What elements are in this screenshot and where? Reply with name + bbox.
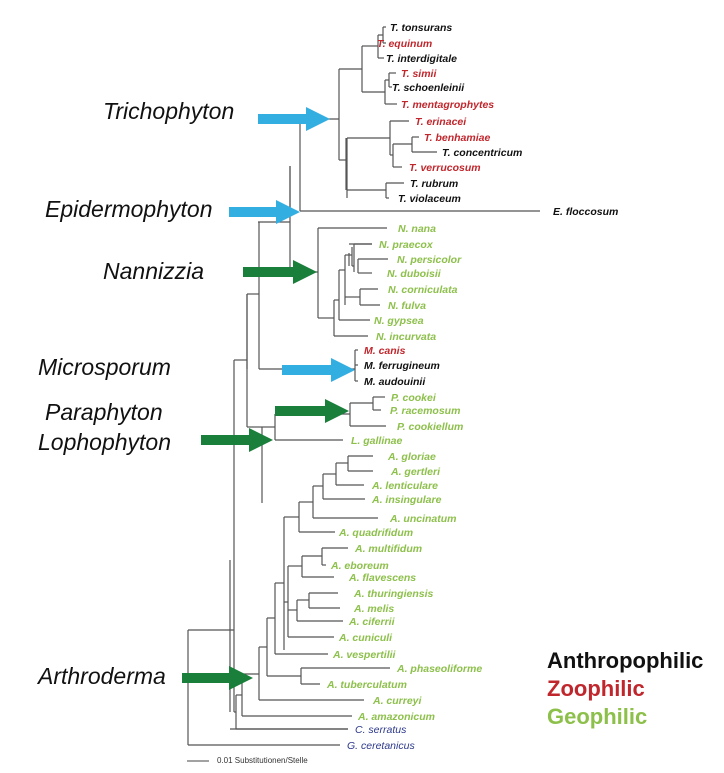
taxon-label: N. nana (398, 223, 436, 235)
arrow-trichophyton (258, 107, 330, 131)
taxon-label: E. floccosum (553, 206, 618, 218)
taxon-label: M. audouinii (364, 376, 426, 388)
taxon-label: T. schoenleinii (392, 82, 465, 94)
taxon-label: N. duboisii (387, 268, 442, 280)
taxon-label: A. uncinatum (389, 513, 457, 525)
taxon-label: A. gertleri (390, 466, 441, 478)
taxon-label: A. amazonicum (357, 711, 435, 723)
taxon-label: M. ferrugineum (364, 360, 440, 372)
taxon-label: A. curreyi (372, 695, 423, 707)
taxon-label: A. quadrifidum (338, 527, 413, 539)
taxon-label: A. lenticulare (371, 480, 438, 492)
legend-zoophilic: Zoophilic (547, 676, 645, 701)
arrow-nannizzia (243, 260, 317, 284)
taxon-label: A. multifidum (354, 543, 422, 555)
legend-anthropophilic: Anthropophilic (547, 648, 704, 673)
taxon-label: C. serratus (355, 724, 407, 736)
taxon-label: A. thuringiensis (353, 588, 434, 600)
genus-label-epidermophyton: Epidermophyton (45, 196, 213, 222)
taxon-label: M. canis (364, 345, 406, 357)
taxon-label: T. tonsurans (390, 22, 452, 34)
arrow-arthroderma (182, 666, 253, 690)
tree-branches (187, 26, 540, 746)
taxon-label: T. equinum (377, 38, 432, 50)
taxon-label: T. verrucosum (409, 162, 481, 174)
arrow-microsporum (282, 358, 355, 382)
genus-label-paraphyton: Paraphyton (45, 399, 163, 425)
genus-label-trichophyton: Trichophyton (103, 98, 235, 124)
taxon-label: T. erinacei (415, 116, 467, 128)
taxon-label: N. corniculata (388, 284, 458, 296)
taxon-label: T. simii (401, 68, 437, 80)
taxon-label: T. interdigitale (386, 53, 457, 65)
genus-label-arthroderma: Arthroderma (38, 663, 166, 689)
taxon-label: N. praecox (379, 239, 434, 251)
taxon-label: A. tuberculatum (326, 679, 407, 691)
taxon-labels: T. tonsurans T. equinum T. interdigitaleT.… (326, 22, 618, 752)
taxon-label: L. gallinae (351, 435, 403, 447)
arrow-epidermophyton (229, 200, 300, 224)
taxon-label: T. violaceum (398, 193, 461, 205)
arrow-lophophyton (201, 428, 273, 452)
scale-bar-label: 0.01 Substitutionen/Stelle (217, 756, 308, 765)
taxon-label: P. cookei (391, 392, 437, 404)
taxon-label: P. cookiellum (397, 421, 463, 433)
taxon-label: A. gloriae (387, 451, 436, 463)
taxon-label: A. vespertilii (332, 649, 397, 661)
taxon-label: A. insingulare (371, 494, 442, 506)
taxon-label: A. eboreum (330, 560, 389, 572)
taxon-label: A. phaseoliforme (396, 663, 482, 675)
taxon-label: A. ciferrii (348, 616, 396, 628)
taxon-label: A. cuniculi (338, 632, 393, 644)
genus-label-nannizzia: Nannizzia (103, 258, 204, 284)
taxon-label: N. gypsea (374, 315, 424, 327)
taxon-label: P. racemosum (390, 405, 460, 417)
taxon-label: T. rubrum (410, 178, 458, 190)
taxon-label: N. incurvata (376, 331, 436, 343)
genus-label-lophophyton: Lophophyton (38, 429, 172, 455)
taxon-label: T. mentagrophytes (401, 99, 494, 111)
taxon-label: T. benhamiae (424, 132, 490, 144)
taxon-label: T. concentricum (442, 147, 522, 159)
arrow-paraphyton (275, 399, 349, 423)
legend-geophilic: Geophilic (547, 704, 648, 729)
taxon-label: N. fulva (388, 300, 426, 312)
taxon-label: A. flavescens (348, 572, 416, 584)
taxon-label: G. ceretanicus (347, 740, 415, 752)
taxon-label: N. persicolor (397, 254, 462, 266)
genus-label-microsporum: Microsporum (38, 354, 171, 380)
taxon-label: A. melis (353, 603, 394, 615)
genus-arrows (182, 107, 355, 690)
